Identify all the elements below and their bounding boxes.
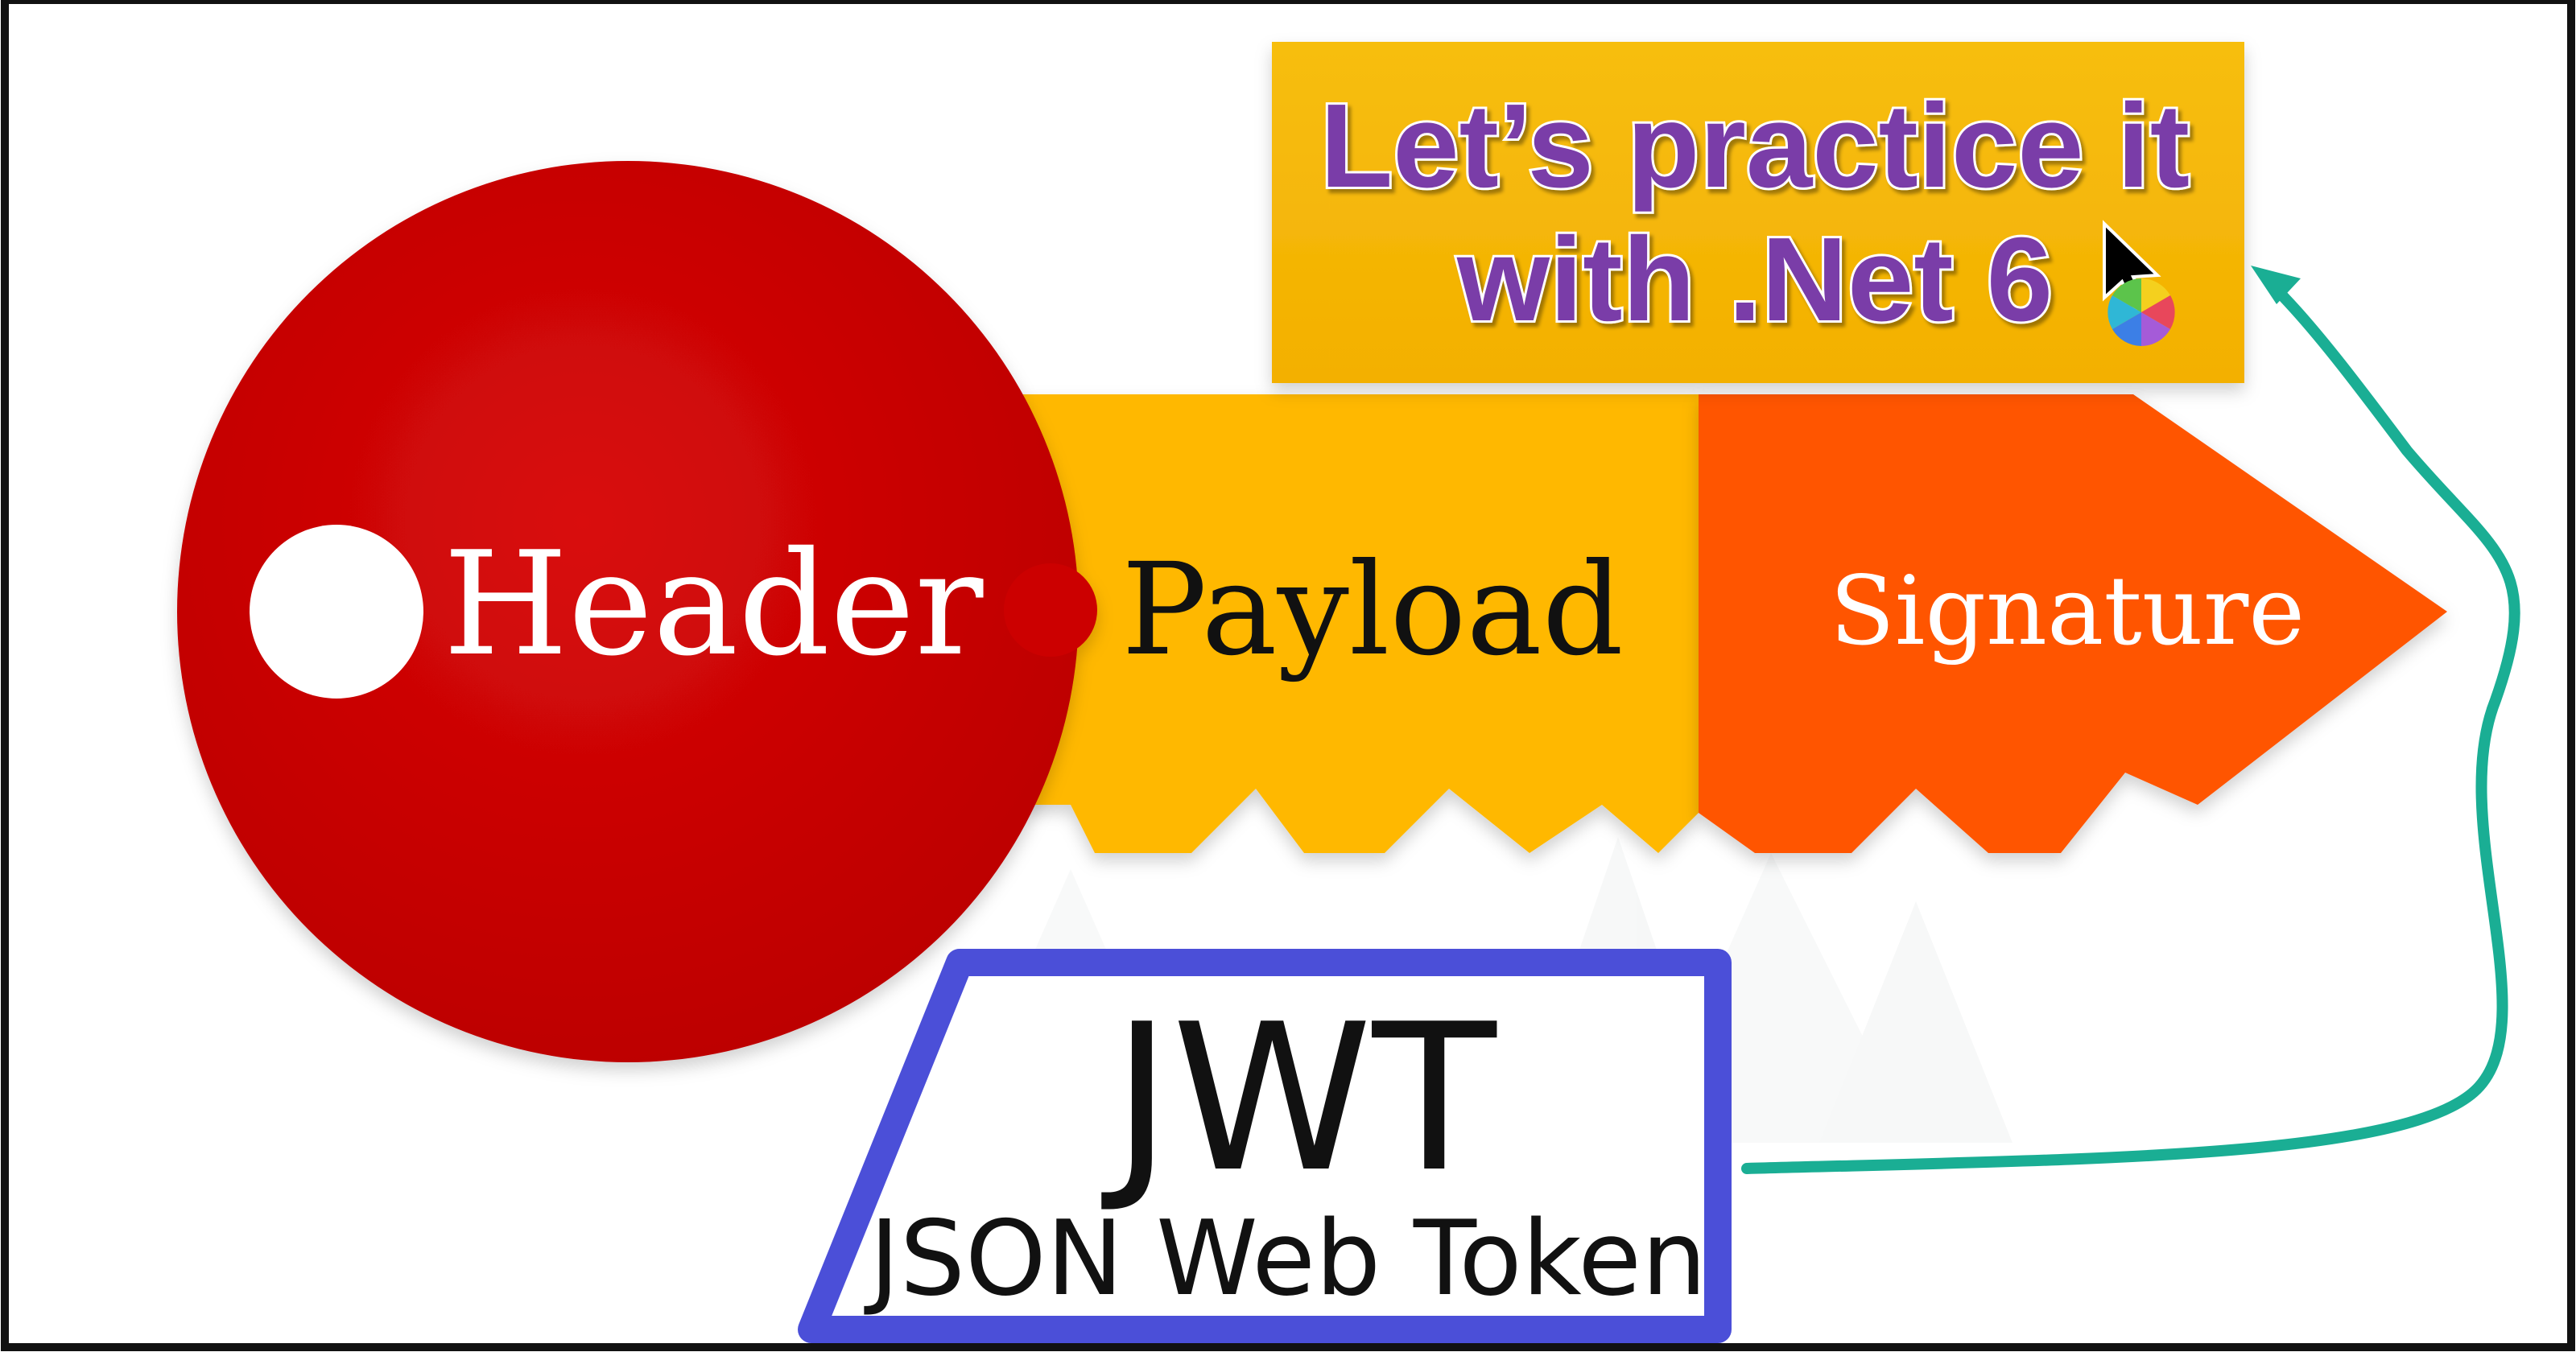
signature-segment: [1699, 394, 2447, 853]
header-label: Header: [443, 521, 984, 687]
callout-line1: Let’s practice it: [1320, 80, 2190, 212]
signature-label: Signature: [1830, 555, 2305, 666]
spinning-wheel-icon: [2107, 278, 2175, 346]
jwt-badge: JWT JSON Web Token: [798, 949, 1732, 1343]
arrowhead-icon: [2251, 266, 2301, 304]
key-hole: [250, 525, 423, 699]
connector-arrow: [1741, 266, 2520, 1174]
callout-box: Let’s practice it with .Net 6: [1272, 42, 2244, 383]
callout-line2: with .Net 6: [1456, 213, 2053, 346]
header-segment: [177, 161, 1097, 1062]
jwt-subtitle: JSON Web Token: [864, 1199, 1707, 1319]
payload-label: Payload: [1121, 536, 1624, 684]
jwt-title: JWT: [1100, 981, 1496, 1217]
